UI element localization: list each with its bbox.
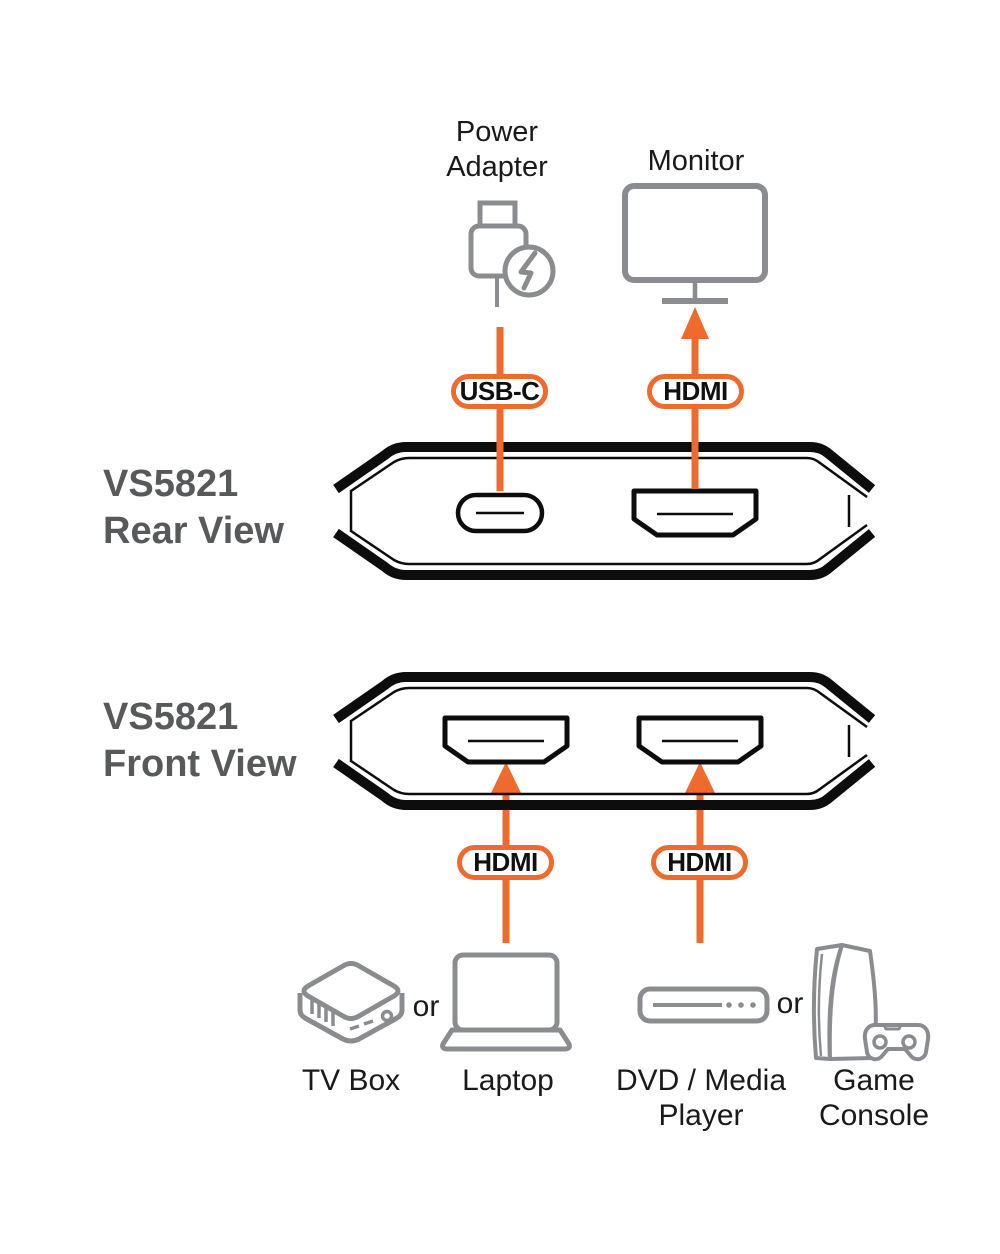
vs5821-rear-device	[333, 442, 876, 580]
front-view-title: VS5821 Front View	[103, 694, 297, 788]
rear-view-title: VS5821 Rear View	[103, 461, 284, 555]
front-view-title-line2: Front View	[103, 743, 297, 785]
hdmi-input-badge-right: HDMI	[651, 845, 748, 880]
game-console-icon	[811, 943, 931, 1062]
hdmi-output-port	[631, 488, 759, 538]
dvd-player-label-line2: Player	[658, 1099, 744, 1132]
dvd-player-label-line1: DVD / Media	[615, 1064, 787, 1097]
hdmi-input-port-2	[636, 715, 764, 765]
power-adapter-label-line2: Adapter	[446, 151, 548, 183]
dvd-player-icon	[637, 986, 770, 1024]
front-view-title-line1: VS5821	[103, 696, 239, 738]
game-console-label: Game Console	[794, 1063, 954, 1133]
tv-box-label: TV Box	[301, 1064, 401, 1097]
rear-view-title-line1: VS5821	[103, 463, 239, 505]
or-label-left: or	[412, 990, 440, 1023]
usb-c-port	[455, 492, 545, 534]
dvd-player-label: DVD / Media Player	[601, 1063, 801, 1133]
or-label-right: or	[776, 987, 804, 1020]
monitor-icon	[622, 183, 768, 304]
vs5821-front-device	[333, 672, 876, 810]
game-console-label-line1: Game	[833, 1064, 915, 1097]
hdmi-output-badge: HDMI	[647, 374, 744, 409]
power-adapter-icon	[468, 200, 556, 307]
power-adapter-label-line1: Power	[455, 116, 539, 148]
tv-box-icon	[297, 961, 405, 1044]
game-console-label-line2: Console	[818, 1099, 930, 1132]
usb-c-badge: USB-C	[451, 374, 548, 409]
monitor-label: Monitor	[647, 145, 745, 177]
rear-view-title-line2: Rear View	[103, 510, 284, 552]
laptop-label: Laptop	[462, 1064, 554, 1097]
laptop-icon	[440, 952, 572, 1052]
hdmi-input-port-1	[442, 715, 570, 765]
hdmi-input-badge-left: HDMI	[457, 845, 554, 880]
power-adapter-label: Power Adapter	[417, 115, 577, 185]
